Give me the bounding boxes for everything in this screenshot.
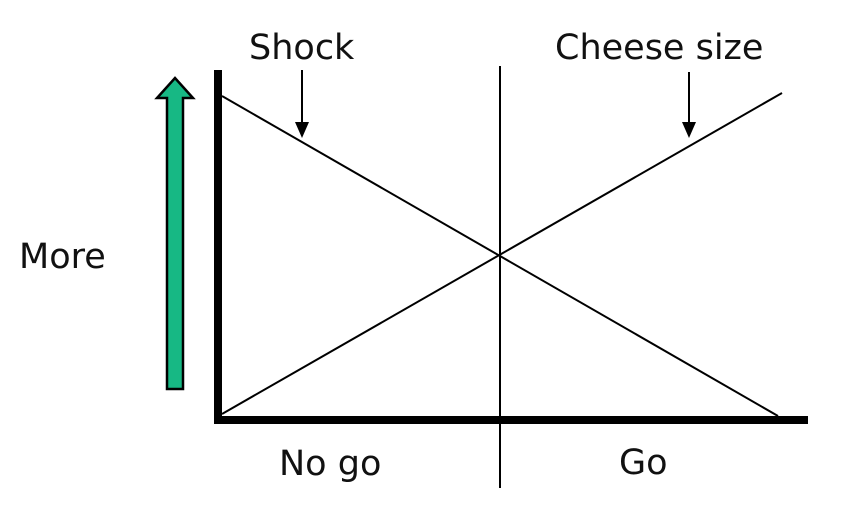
cheese-size-line bbox=[221, 92, 783, 415]
shock-label: Shock bbox=[249, 28, 355, 68]
shock-pointer-arrow-icon bbox=[295, 70, 309, 138]
cheese-size-label: Cheese size bbox=[555, 28, 763, 68]
more-arrow-icon bbox=[154, 76, 196, 391]
more-label: More bbox=[19, 237, 106, 277]
no-go-label: No go bbox=[279, 444, 381, 484]
shock-line bbox=[221, 95, 779, 417]
go-label: Go bbox=[619, 443, 668, 483]
cheese-pointer-arrow-icon bbox=[682, 72, 696, 138]
